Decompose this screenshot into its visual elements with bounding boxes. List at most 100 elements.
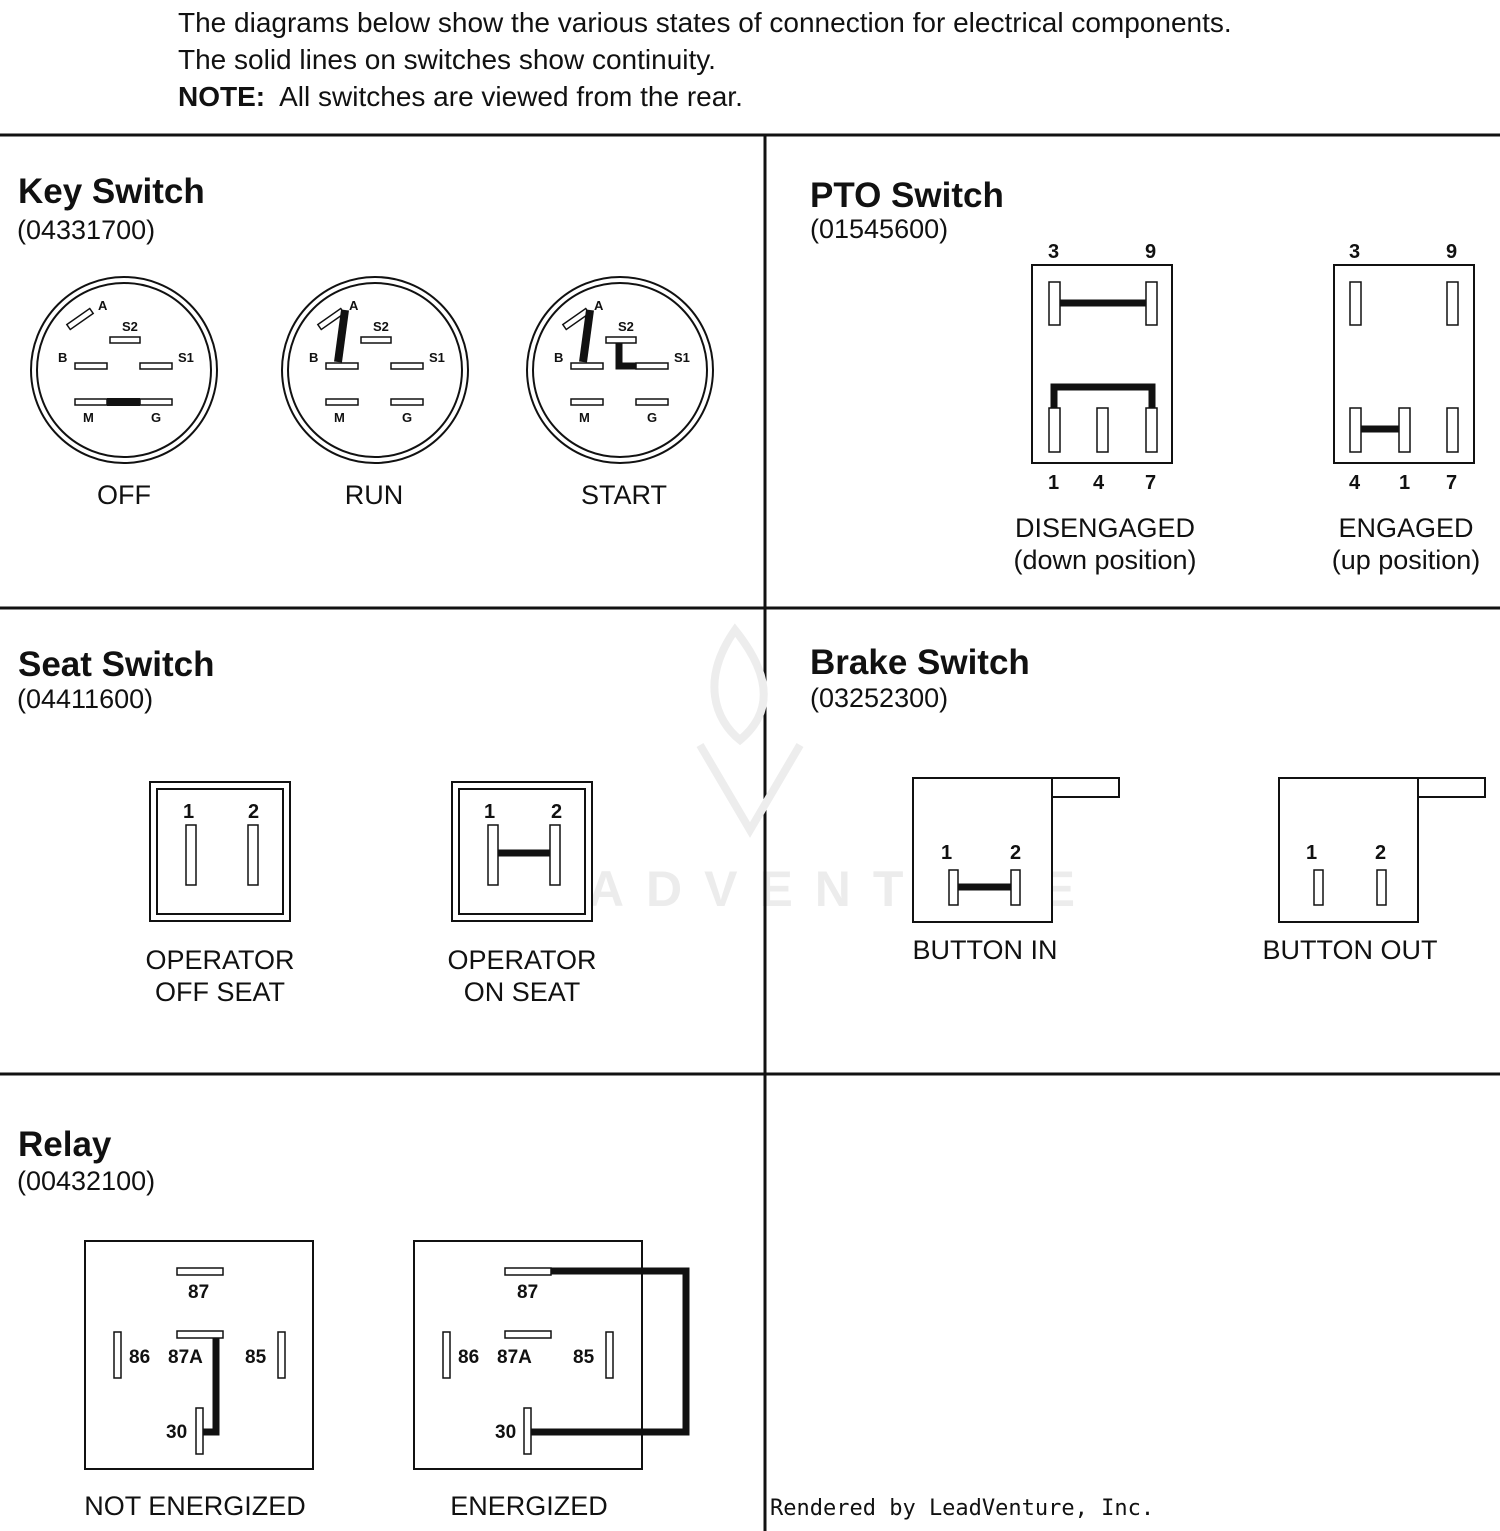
terminal-label-s1: S1: [429, 350, 445, 365]
pto-switch-title: PTO Switch: [810, 176, 1004, 215]
seat-switch-title: Seat Switch: [18, 645, 215, 684]
terminal-label-s1: S1: [674, 350, 690, 365]
state-label-off-seat: OPERATOR OFF SEAT: [120, 944, 320, 1008]
terminal-label-87a: 87A: [168, 1347, 203, 1368]
terminal-label-85: 85: [245, 1347, 267, 1368]
terminal-label-a: A: [98, 298, 108, 313]
seat-switch-part-number: (04411600): [17, 684, 154, 714]
terminal-label-s1: S1: [178, 350, 194, 365]
terminal-label-30: 30: [495, 1422, 516, 1443]
state-label-line: (up position): [1331, 545, 1481, 575]
pin-label: 1: [1048, 472, 1059, 494]
intro-note: NOTE: All switches are viewed from the r…: [178, 78, 743, 115]
terminal-label-87a: 87A: [497, 1347, 532, 1368]
terminal-label-87: 87: [517, 1282, 538, 1303]
relay-title: Relay: [18, 1125, 112, 1164]
terminal-label-87: 87: [188, 1282, 209, 1303]
footer-credit: Rendered by LeadVenture, Inc.: [770, 1496, 1155, 1521]
state-label-line: OFF SEAT: [154, 977, 285, 1007]
pin-label: 4: [1349, 472, 1361, 494]
state-label-on-seat: OPERATOR ON SEAT: [422, 944, 622, 1008]
intro-line-2: The solid lines on switches show continu…: [178, 44, 716, 75]
state-label-button-out: BUTTON OUT: [1262, 935, 1438, 965]
watermark-logo-icon: [696, 623, 804, 838]
key-switch-terminal-labels: A S2 B S1 M G A S2 B S1 M G A S2 B S1 M …: [58, 298, 690, 425]
pin-label: 9: [1145, 241, 1156, 263]
terminal-label-m: M: [83, 410, 94, 425]
terminal-label-g: G: [647, 410, 657, 425]
state-label-line: DISENGAGED: [1014, 513, 1196, 543]
key-switch-part-number: (04331700): [17, 215, 156, 245]
terminal-label-g: G: [151, 410, 161, 425]
terminal-label-b: B: [58, 350, 67, 365]
brake-button-out-diagram: [1278, 777, 1486, 923]
brake-button-in-diagram: [912, 777, 1120, 923]
key-switch-start-diagram: [526, 276, 714, 464]
state-label-line: ENGAGED: [1338, 513, 1474, 543]
terminal-label-85: 85: [573, 1347, 595, 1368]
pin-label: 1: [941, 842, 952, 864]
relay-not-energized-diagram: [84, 1240, 314, 1470]
pto-engaged-diagram: [1333, 264, 1475, 464]
intro-line-1: The diagrams below show the various stat…: [178, 7, 1232, 38]
pin-label: 7: [1145, 472, 1156, 494]
state-label-energized: ENERGIZED: [450, 1491, 608, 1521]
state-label-line: (down position): [1013, 545, 1197, 575]
seat-off-diagram: [149, 781, 291, 922]
key-switch-run-diagram: [281, 276, 469, 464]
pin-label: 2: [551, 801, 562, 823]
pin-label: 1: [183, 801, 194, 823]
note-text: All switches are viewed from the rear.: [279, 81, 743, 112]
pto-pin-labels: 3 9 1 4 7 3 9 4 1 7: [1048, 241, 1457, 494]
key-switch-off-diagram: [30, 276, 218, 464]
pin-label: 1: [484, 801, 495, 823]
relay-terminal-labels: 87 86 87A 85 30 87 86 87A 85 30: [129, 1282, 595, 1443]
brake-pin-labels: 1 2 1 2: [941, 842, 1386, 864]
terminal-label-a: A: [594, 298, 604, 313]
pin-label: 2: [1375, 842, 1386, 864]
terminal-label-s2: S2: [122, 319, 138, 334]
pin-label: 1: [1399, 472, 1410, 494]
state-label-disengaged: DISENGAGED (down position): [985, 512, 1225, 576]
pin-label: 7: [1446, 472, 1457, 494]
terminal-label-a: A: [349, 298, 359, 313]
terminal-label-g: G: [402, 410, 412, 425]
state-label-off: OFF: [97, 480, 151, 510]
pin-label: 2: [1010, 842, 1021, 864]
state-label-line: ON SEAT: [463, 977, 581, 1007]
pin-label: 9: [1446, 241, 1457, 263]
relay-energized-diagram: [413, 1240, 690, 1470]
pin-label: 1: [1306, 842, 1317, 864]
terminal-label-86: 86: [458, 1347, 479, 1368]
pto-switch-part-number: (01545600): [810, 214, 949, 244]
key-switch-title: Key Switch: [18, 172, 205, 211]
relay-part-number: (00432100): [17, 1166, 156, 1196]
note-label: NOTE:: [178, 81, 266, 112]
seat-on-diagram: [451, 781, 593, 922]
pin-label: 3: [1048, 241, 1059, 263]
terminal-label-30: 30: [166, 1422, 187, 1443]
terminal-label-b: B: [309, 350, 318, 365]
terminal-label-s2: S2: [618, 319, 634, 334]
terminal-label-b: B: [554, 350, 563, 365]
brake-switch-title: Brake Switch: [810, 643, 1030, 682]
pin-label: 2: [248, 801, 259, 823]
terminal-label-86: 86: [129, 1347, 150, 1368]
state-label-run: RUN: [344, 480, 404, 510]
terminal-label-m: M: [334, 410, 345, 425]
state-label-button-in: BUTTON IN: [912, 935, 1058, 965]
brake-switch-part-number: (03252300): [810, 683, 949, 713]
state-label-engaged: ENGAGED (up position): [1316, 512, 1496, 576]
state-label-line: OPERATOR: [145, 945, 295, 975]
pin-label: 4: [1093, 472, 1105, 494]
pin-label: 3: [1349, 241, 1360, 263]
seat-pin-labels: 1 2 1 2: [183, 801, 562, 823]
state-label-line: OPERATOR: [447, 945, 597, 975]
section-grid: [0, 133, 1500, 1531]
terminal-label-m: M: [579, 410, 590, 425]
state-label-start: START: [580, 480, 667, 510]
pto-disengaged-diagram: [1031, 264, 1173, 464]
terminal-label-s2: S2: [373, 319, 389, 334]
